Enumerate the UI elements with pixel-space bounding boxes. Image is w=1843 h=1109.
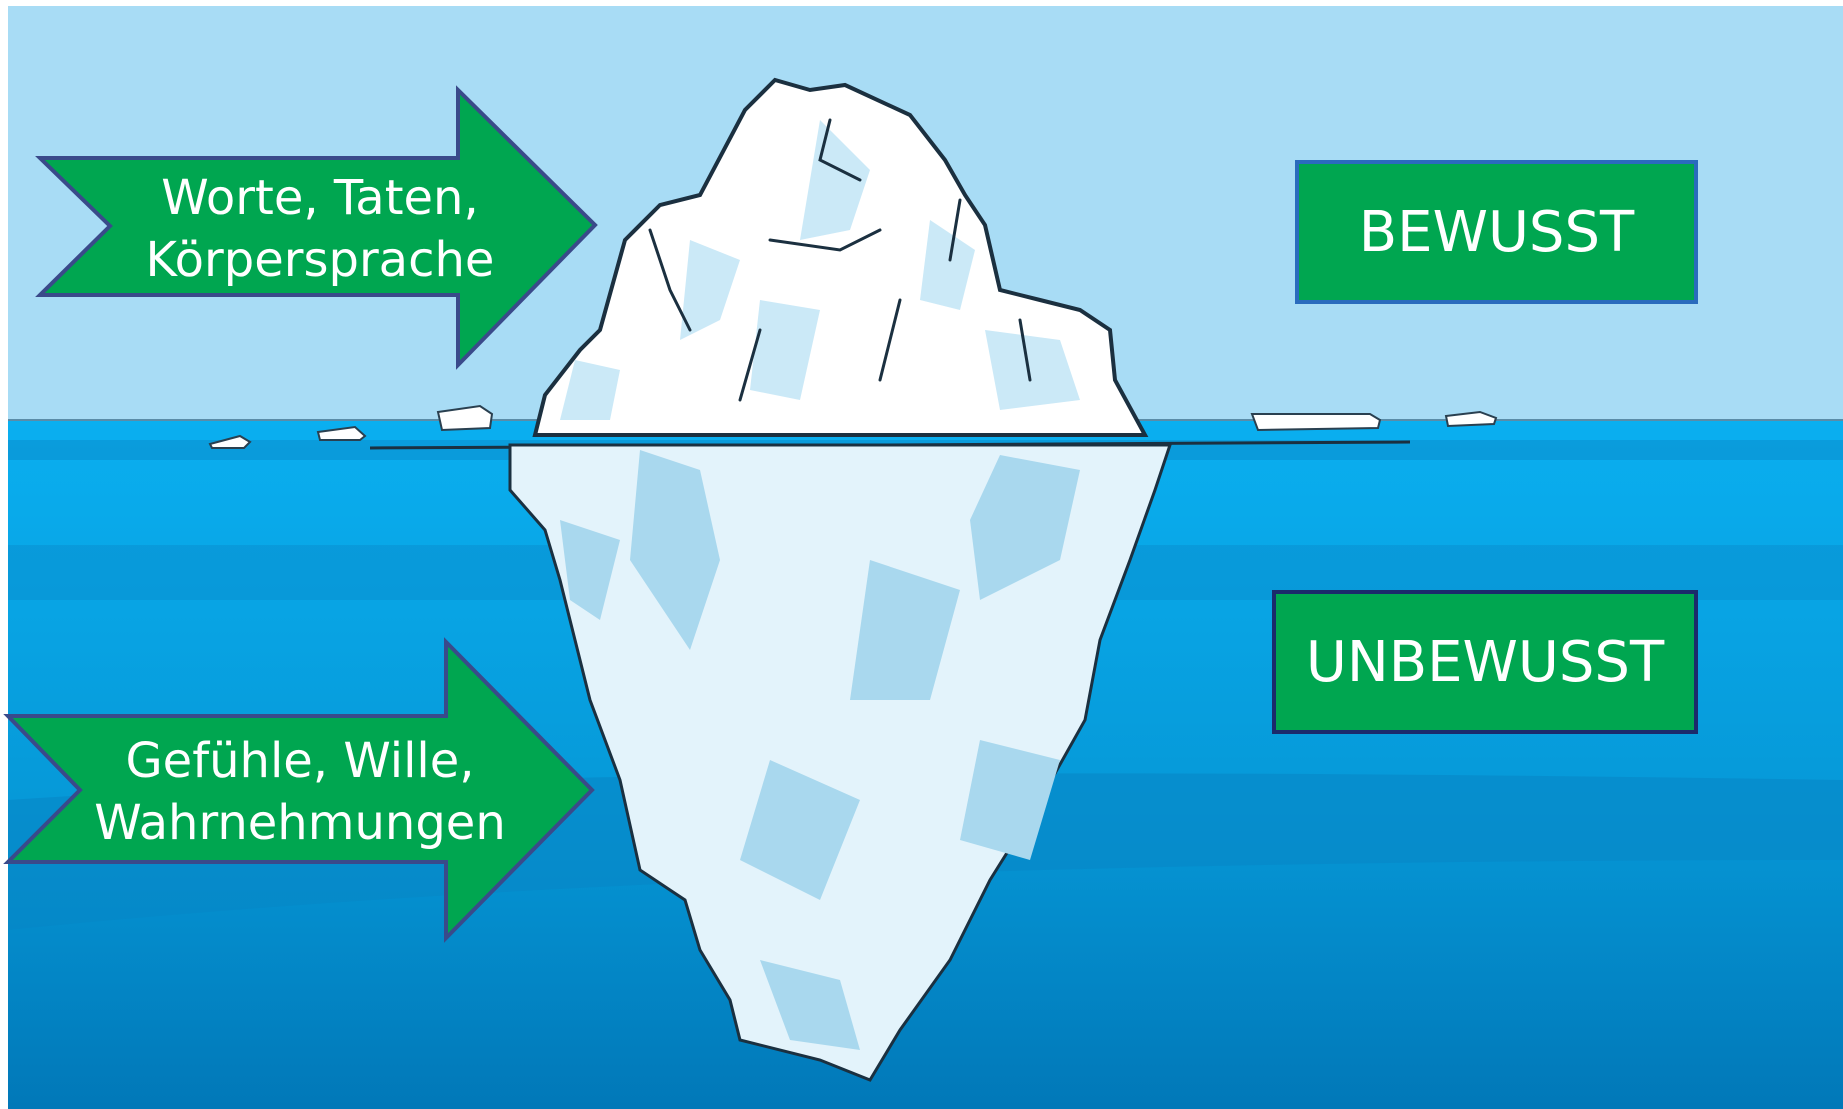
label-box-bewusst: BEWUSST [1295,160,1698,304]
arrow-bottom-line2: Wahrnehmungen [90,792,510,854]
label-box-unbewusst: UNBEWUSST [1272,590,1698,734]
label-bewusst-text: BEWUSST [1359,200,1634,265]
label-unbewusst-text: UNBEWUSST [1306,630,1664,695]
ice-floe [1252,414,1380,430]
arrow-top-line1: Worte, Taten, [130,167,510,229]
arrow-top-line2: Körpersprache [130,229,510,291]
arrow-bottom-line1: Gefühle, Wille, [90,730,510,792]
arrow-bottom-label: Gefühle, Wille, Wahrnehmungen [90,730,510,854]
arrow-top-label: Worte, Taten, Körpersprache [130,167,510,291]
